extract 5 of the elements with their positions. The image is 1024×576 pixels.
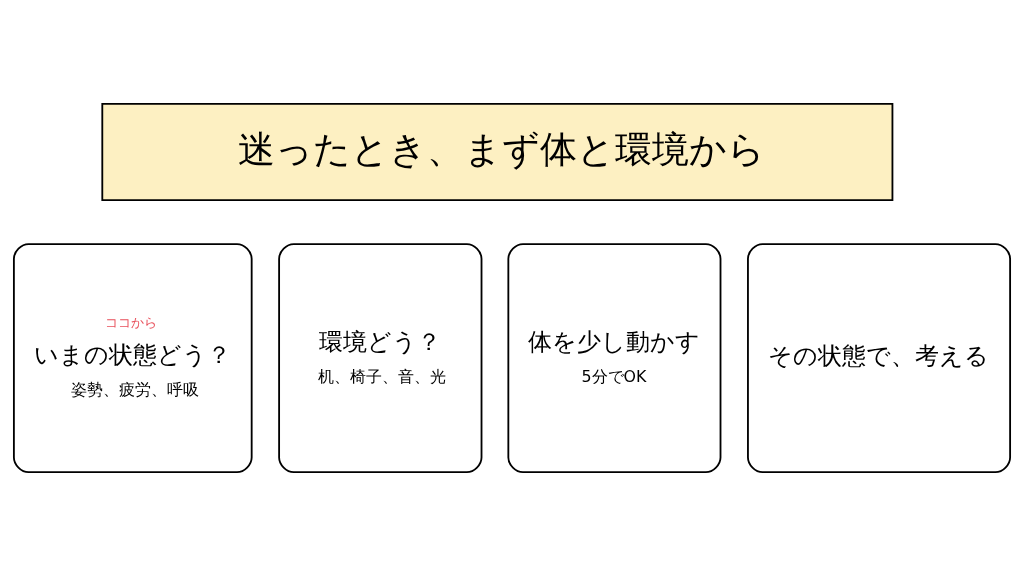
node-box: 迷ったとき、まず体と環境から (101, 102, 894, 202)
node-box: 環境どう？ 机、椅子、音、光 (278, 243, 483, 474)
node-box: ココから いまの状態どう？ 姿勢、疲労、呼吸 (12, 243, 253, 474)
node-box: その状態で、考える (747, 243, 1012, 474)
node-box: 体を少し動かす 5分でOK (507, 243, 722, 474)
